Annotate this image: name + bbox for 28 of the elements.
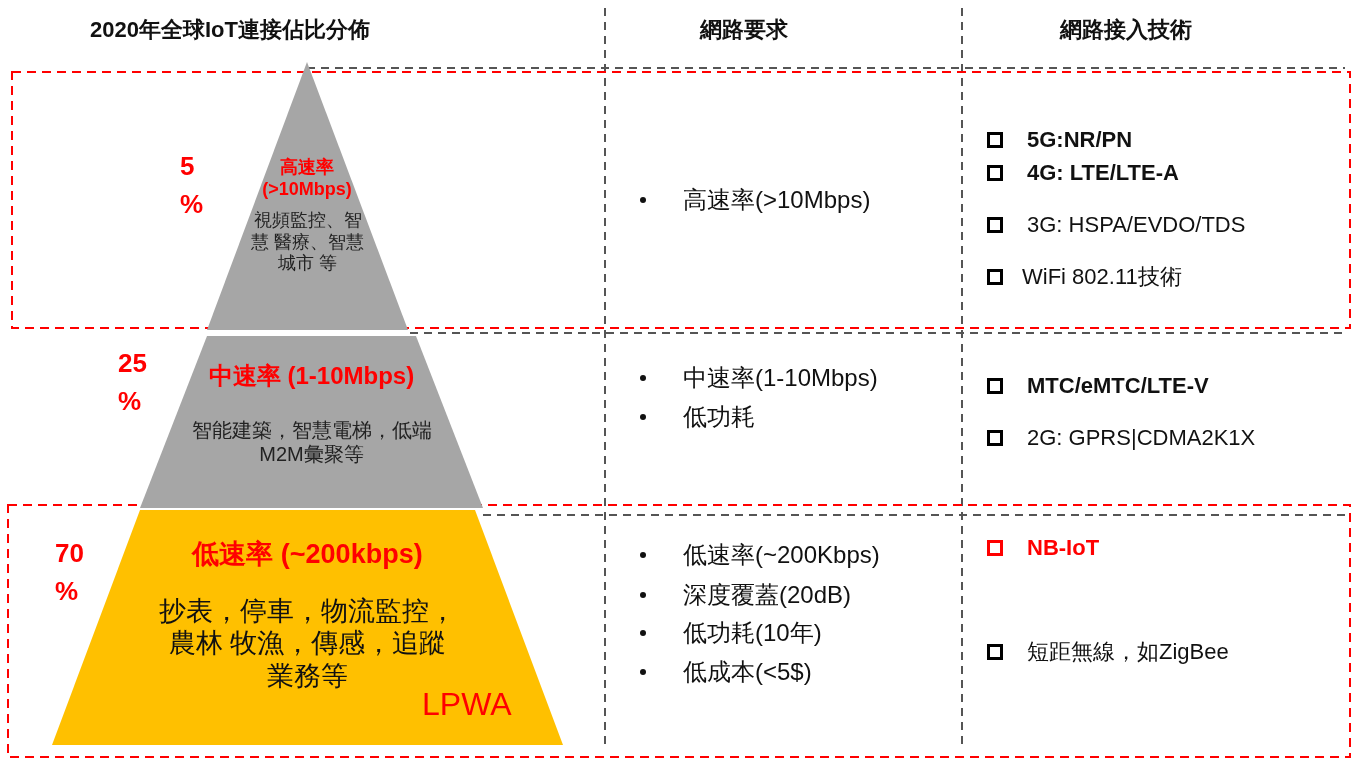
requirement-item: 低功耗 [683, 403, 755, 432]
tier-description: 智能建築，智慧電梯，低端M2M彙聚等 [190, 418, 433, 466]
column-header: 網路要求 [700, 17, 788, 44]
pyramid-tier [207, 62, 408, 330]
tier-heading: 中速率 (1-10Mbps) [207, 362, 416, 391]
requirement-item: 低成本(<5$) [683, 658, 812, 687]
tier-heading: 高速率 (>10Mbps) [261, 157, 353, 201]
technology-item: MTC/eMTC/LTE-V [1027, 373, 1209, 400]
percentage-label: 5 % [180, 150, 205, 221]
technology-item: 5G:NR/PN [1027, 127, 1133, 154]
percentage-label: 70 % [55, 537, 85, 608]
requirement-item: 深度覆蓋(20dB) [683, 581, 852, 610]
column-header: 2020年全球IoT連接佔比分佈 [90, 17, 370, 44]
column-header: 網路接入技術 [1060, 17, 1192, 44]
technology-item: NB-IoT [1027, 535, 1100, 562]
requirement-item: 中速率(1-10Mbps) [683, 364, 878, 393]
technology-item: 短距無線，如ZigBee [1027, 639, 1229, 666]
percentage-label: 25 % [118, 347, 148, 418]
tier-heading: 低速率 (~200kbps) [190, 538, 424, 571]
technology-item: 4G: LTE/LTE-A [1027, 160, 1179, 187]
technology-item: 3G: HSPA/EVDO/TDS [1027, 212, 1246, 239]
technology-item: WiFi 802.11技術 [1022, 264, 1182, 291]
requirement-item: 低速率(~200Kbps) [683, 541, 880, 570]
tier-description: 視頻監控、智慧 醫療、智慧城市 等 [251, 210, 364, 275]
requirement-item: 高速率(>10Mbps) [683, 186, 871, 215]
pyramid-tier [52, 510, 563, 745]
requirement-item: 低功耗(10年) [683, 619, 822, 648]
technology-item: 2G: GPRS|CDMA2K1X [1027, 425, 1256, 452]
